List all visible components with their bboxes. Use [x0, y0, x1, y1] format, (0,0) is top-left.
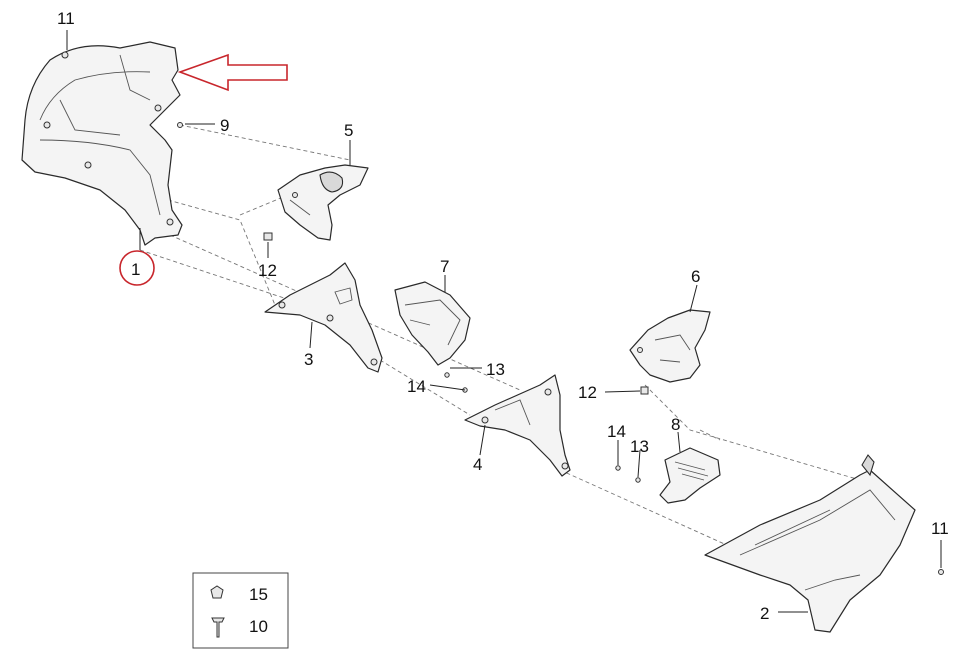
callout-labels: 11 9 5 12 1 7 13 14 3 6 12 4 14 13 8 11 … — [57, 9, 949, 636]
screw-13-left — [444, 372, 450, 378]
callout-14-right: 14 — [607, 422, 626, 441]
clip-12-left — [263, 232, 273, 241]
part-5-bracket — [277, 164, 369, 241]
part-6-bracket — [629, 309, 711, 383]
nut-15-icon — [210, 585, 224, 599]
callout-14-left: 14 — [407, 377, 426, 396]
callout-7: 7 — [440, 257, 449, 276]
callout-6: 6 — [691, 267, 700, 286]
callout-11-top: 11 — [57, 9, 75, 28]
callout-13-right: 13 — [630, 437, 649, 456]
part-8-vent-grille — [659, 447, 721, 504]
callout-12-right: 12 — [578, 383, 597, 402]
highlight-arrow-icon — [177, 53, 288, 92]
screw-14-right — [615, 465, 621, 471]
callout-9: 9 — [220, 116, 229, 135]
callout-11-right: 11 — [931, 519, 949, 538]
fastener-legend-box — [192, 572, 289, 649]
part-2-lower-fairing — [704, 454, 916, 633]
screw-11-right — [938, 569, 944, 575]
part-1-front-fairing — [21, 41, 183, 246]
callout-10: 10 — [249, 617, 268, 636]
callout-5: 5 — [344, 121, 353, 140]
callout-13-left: 13 — [486, 360, 505, 379]
callout-8: 8 — [671, 415, 680, 434]
screw-9 — [177, 122, 183, 128]
callout-4: 4 — [473, 455, 482, 474]
screw-13-right — [635, 477, 641, 483]
part-7-duct — [394, 281, 471, 366]
fasteners — [61, 51, 944, 575]
callout-12-left: 12 — [258, 261, 277, 280]
bolt-10-icon — [211, 617, 225, 638]
screw-11-top — [61, 51, 69, 59]
callout-1: 1 — [131, 260, 140, 279]
callout-3: 3 — [304, 350, 313, 369]
part-3-inner-panel — [264, 262, 383, 373]
callout-2: 2 — [760, 604, 769, 623]
part-4-bracket-plate — [464, 374, 571, 477]
highlight-circle — [119, 250, 155, 286]
clip-12-right — [640, 386, 649, 395]
callout-15: 15 — [249, 585, 268, 604]
